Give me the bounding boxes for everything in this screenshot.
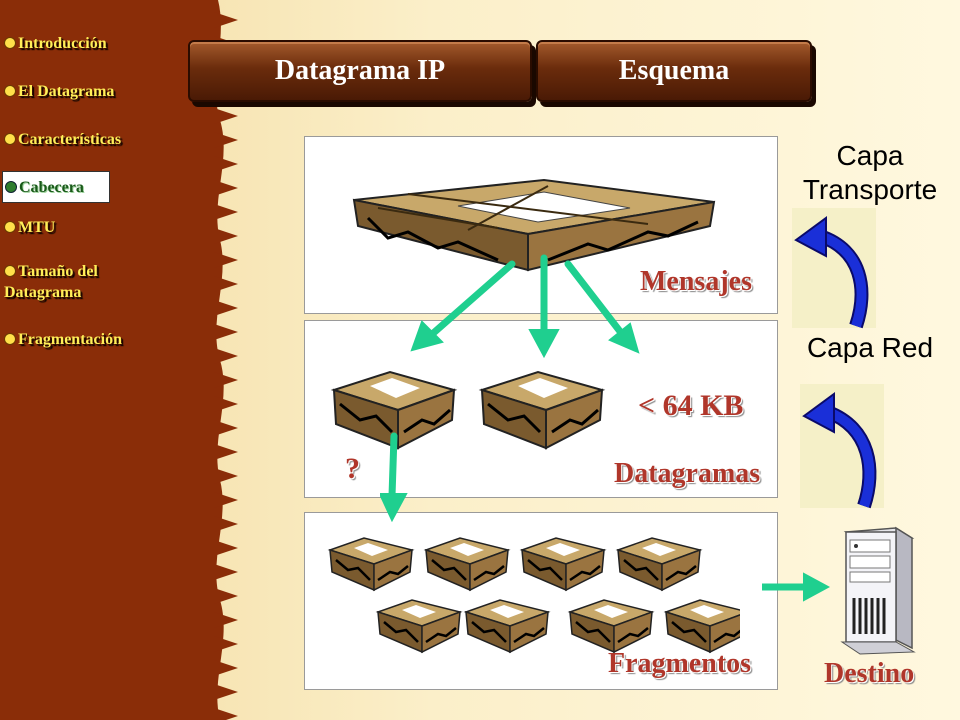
left-nav: Introducción El Datagrama Característica…: [0, 0, 201, 720]
bullet-icon: [4, 37, 16, 50]
datagrams-label: Datagramas: [614, 458, 761, 489]
nav-item-fragmentacion[interactable]: Fragmentación: [4, 329, 194, 350]
nav-item-label: Introducción: [18, 35, 107, 52]
green-arrow-icon: [762, 572, 830, 602]
green-arrow-icon: [410, 254, 640, 359]
nav-item-introduccion[interactable]: Introducción: [4, 33, 194, 54]
package-icon: [478, 370, 606, 450]
server-icon: [840, 526, 916, 655]
size-limit-label: < 64 KB: [638, 389, 744, 422]
nav-item-label: El Datagrama: [18, 83, 115, 100]
question-label: ?: [345, 452, 360, 485]
messages-label: Mensajes: [640, 266, 752, 297]
destination-label: Destino: [824, 658, 915, 689]
nav-item-tamano-del-datagrama[interactable]: Tamaño del Datagrama: [4, 261, 154, 303]
bullet-icon: [4, 265, 16, 278]
bullet-icon: [4, 221, 16, 234]
nav-item-caracteristicas[interactable]: Características: [4, 129, 194, 150]
tab-datagrama-ip[interactable]: Datagrama IP: [188, 40, 532, 102]
curved-arrow-icon: [794, 216, 869, 329]
decorative-border: [200, 0, 238, 720]
package-icon: [352, 178, 716, 272]
bullet-icon: [4, 133, 16, 146]
fragment-packages: [328, 536, 740, 654]
nav-item-mtu[interactable]: MTU: [4, 217, 194, 238]
package-icon: [330, 370, 458, 450]
transport-layer-label: Capa Transporte: [802, 140, 938, 205]
nav-item-label: Características: [18, 131, 122, 148]
nav-item-label: Tamaño del Datagrama: [4, 263, 98, 301]
fragments-label: Fragmentos: [608, 648, 752, 679]
bullet-icon: [4, 333, 16, 346]
nav-item-el-datagrama[interactable]: El Datagrama: [4, 81, 194, 102]
tab-esquema[interactable]: Esquema: [536, 40, 812, 102]
nav-item-cabecera[interactable]: Cabecera: [2, 171, 110, 203]
bullet-icon: [5, 181, 17, 194]
network-layer-label: Capa Red: [806, 332, 934, 363]
bullet-icon: [4, 85, 16, 98]
nav-item-label: Cabecera: [19, 179, 84, 196]
curved-arrow-icon: [802, 392, 877, 509]
green-arrow-icon: [380, 432, 408, 522]
nav-item-label: Fragmentación: [18, 331, 122, 348]
nav-item-label: MTU: [18, 219, 56, 236]
